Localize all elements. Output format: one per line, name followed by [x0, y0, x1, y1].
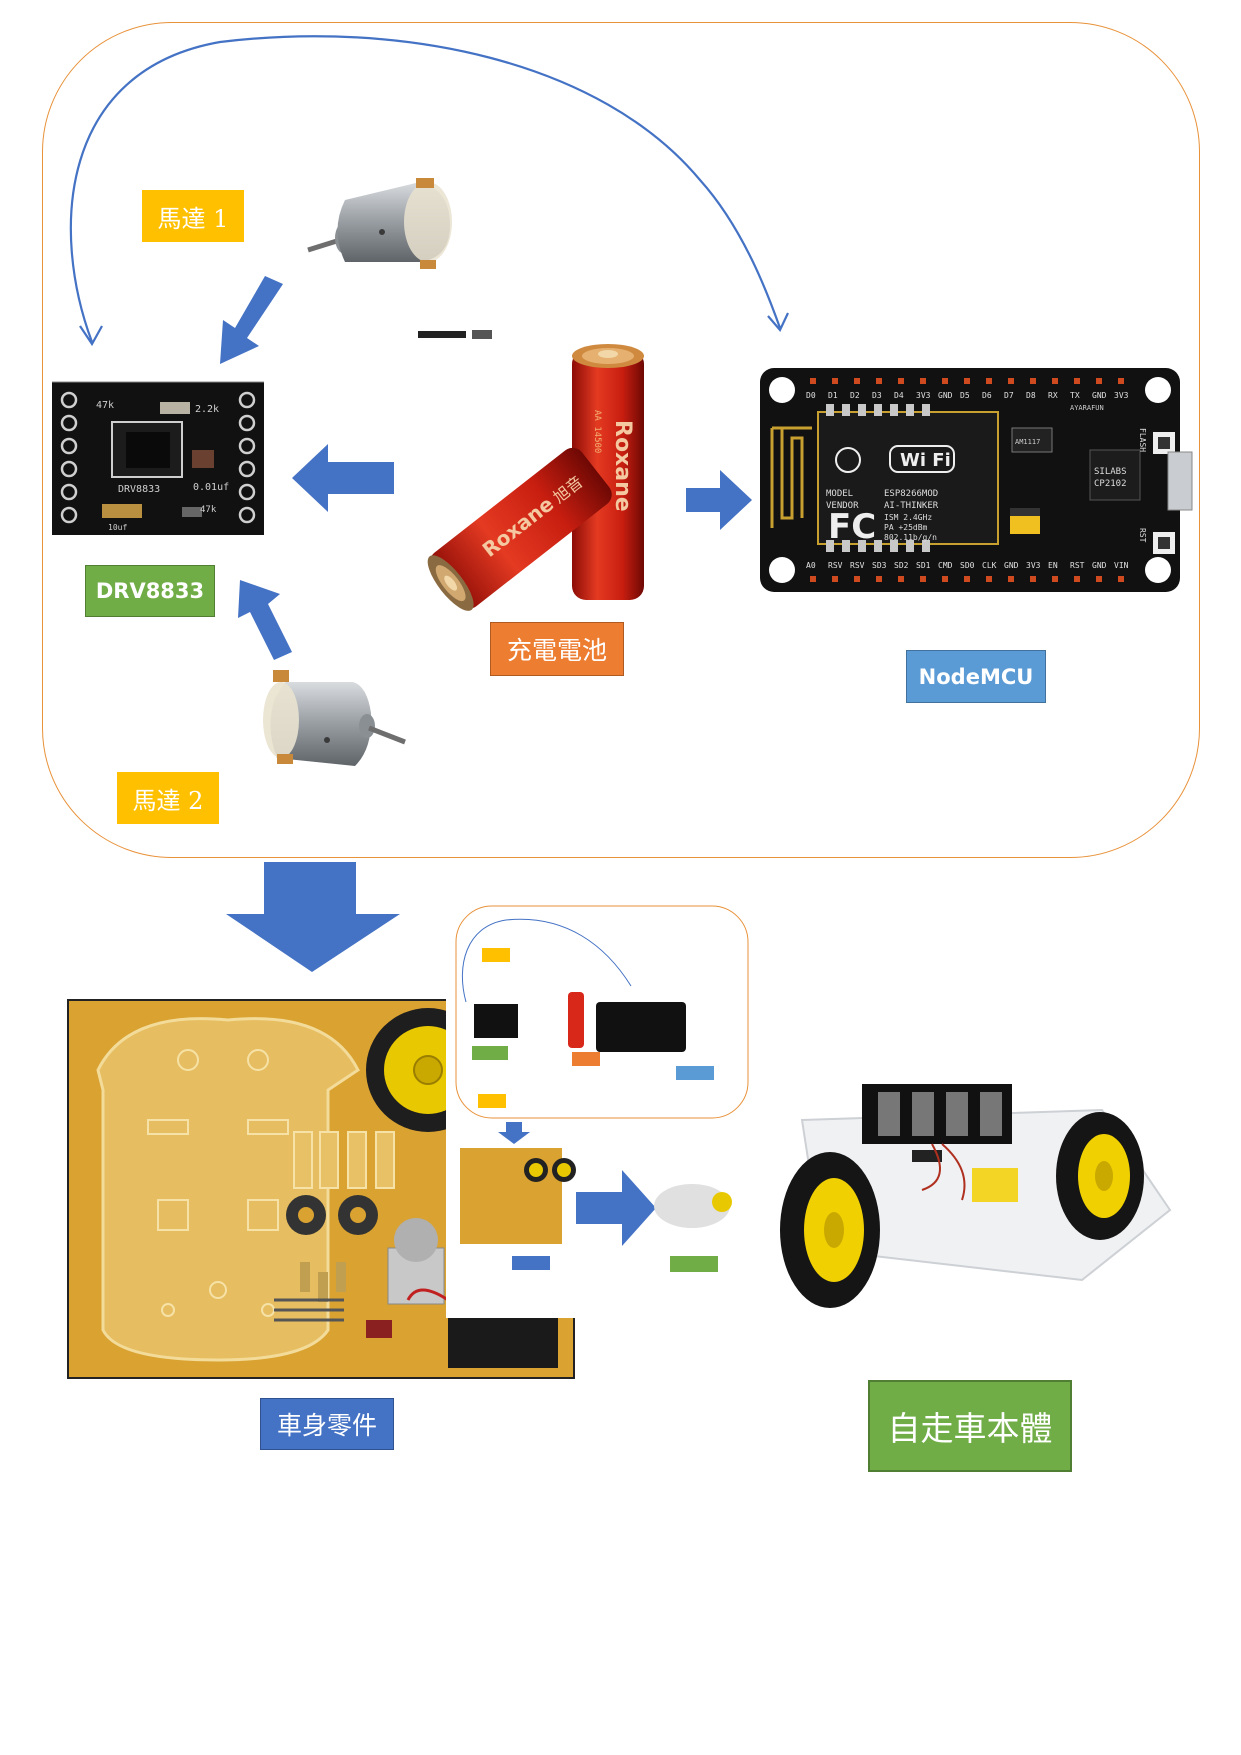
motor-2-label: 馬達 2	[117, 772, 219, 824]
nodemcu-bottom-pin-label: A0	[806, 561, 816, 570]
svg-text:47k: 47k	[200, 505, 217, 515]
nodemcu-vendor-key: VENDOR	[826, 501, 859, 511]
drv8833-board-image: 47k 2.2k 0.01uf 47k DRV8833 10uf	[52, 381, 264, 535]
nodemcu-wifi-text: Wi Fi	[900, 450, 951, 471]
nodemcu-top-pin-label: GND	[938, 391, 953, 400]
svg-text:47k: 47k	[96, 400, 114, 411]
nodemcu-top-pin-label: D2	[850, 391, 860, 400]
arrow-motor1-to-driver	[220, 276, 283, 364]
nodemcu-vendor-value: AI-THINKER	[884, 501, 939, 511]
nodemcu-usb-chip-brand: SILABS	[1094, 467, 1127, 477]
nodemcu-bottom-pin-label: RST	[1070, 561, 1085, 570]
nodemcu-top-pin-label: TX	[1070, 391, 1080, 400]
nodemcu-top-pin-labels: D0 D1 D2 D3 D4 3V3 GND D5 D6 D7 D8 RX TX GND 3V3	[806, 391, 1129, 400]
arrow-down-to-parts	[226, 862, 400, 972]
svg-text:10uf: 10uf	[108, 523, 127, 532]
nodemcu-model-value: ESP8266MOD	[884, 489, 938, 499]
nodemcu-usb-chip-model: CP2102	[1094, 479, 1127, 489]
nodemcu-top-pin-label: 3V3	[916, 391, 931, 400]
motor-2-image	[263, 670, 406, 766]
logo-fragment	[418, 328, 498, 342]
nodemcu-bottom-pin-label: GND	[1004, 561, 1019, 570]
nodemcu-top-pin-label: D1	[828, 391, 838, 400]
drv8833-label-text: DRV8833	[95, 579, 205, 603]
motor-1-label-text: 馬達 1	[157, 204, 229, 233]
inset-slide	[446, 905, 752, 1318]
nodemcu-bottom-pin-label: VIN	[1114, 561, 1129, 570]
nodemcu-bottom-pin-label: SD2	[894, 561, 909, 570]
nodemcu-top-pin-label: D6	[982, 391, 992, 400]
nodemcu-top-pin-label: D3	[872, 391, 882, 400]
battery-model-text: AA 14500	[592, 410, 602, 453]
nodemcu-top-pin-label: D7	[1004, 391, 1014, 400]
nodemcu-model-key: MODEL	[826, 489, 853, 499]
nodemcu-label-text: NodeMCU	[918, 664, 1034, 689]
nodemcu-bottom-pin-label: CLK	[982, 561, 997, 570]
nodemcu-bottom-pin-label: SD1	[916, 561, 931, 570]
system-frame	[42, 22, 1200, 858]
nodemcu-bottom-pin-label: RSV	[850, 561, 865, 570]
nodemcu-spec-pa: PA +25dBm	[884, 523, 928, 532]
parts-label-text: 車身零件	[276, 1411, 377, 1440]
nodemcu-top-pin-label: D0	[806, 391, 816, 400]
battery-brand-text: Roxane	[610, 420, 635, 512]
car-label-text: 自走車本體	[887, 1409, 1053, 1448]
battery-image: Roxane AA 14500 Roxane 旭音	[427, 344, 644, 611]
curved-connector-arrow	[69, 35, 789, 347]
nodemcu-bottom-pin-label: CMD	[938, 561, 953, 570]
arrow-battery-to-nodemcu	[686, 470, 752, 530]
svg-text:0.01uf: 0.01uf	[193, 482, 229, 493]
battery-label-text: 充電電池	[506, 636, 607, 665]
motor-1-image	[307, 178, 452, 269]
nodemcu-top-pin-label: D4	[894, 391, 904, 400]
drv8833-label: DRV8833	[85, 565, 215, 617]
battery-label: 充電電池	[490, 622, 624, 676]
nodemcu-bottom-pin-labels: A0 RSV RSV SD3 SD2 SD1 CMD SD0 CLK GND 3V3 EN RST GND…	[806, 561, 1129, 570]
nodemcu-flash-label: FLASH	[1138, 428, 1147, 452]
nodemcu-bottom-pin-label: RSV	[828, 561, 843, 570]
nodemcu-label: NodeMCU	[906, 650, 1046, 703]
nodemcu-bottom-pin-label: EN	[1048, 561, 1058, 570]
nodemcu-top-pin-label: D8	[1026, 391, 1036, 400]
nodemcu-bottom-pin-label: 3V3	[1026, 561, 1041, 570]
nodemcu-fc-mark: FC	[828, 507, 876, 547]
nodemcu-top-pin-label: D5	[960, 391, 970, 400]
motor-1-label: 馬達 1	[142, 190, 244, 242]
nodemcu-regulator-text: AM1117	[1015, 438, 1040, 446]
nodemcu-spec-ism: ISM 2.4GHz	[884, 513, 932, 522]
parts-label: 車身零件	[260, 1398, 394, 1450]
nodemcu-brand-text: AYARAFUN	[1070, 404, 1104, 412]
nodemcu-top-pin-label: GND	[1092, 391, 1107, 400]
nodemcu-rst-label: RST	[1138, 528, 1147, 543]
nodemcu-bottom-pin-label: SD0	[960, 561, 975, 570]
nodemcu-bottom-pin-label: SD3	[872, 561, 887, 570]
car-label: 自走車本體	[868, 1380, 1072, 1472]
svg-text:2.2k: 2.2k	[195, 404, 219, 415]
arrow-motor2-to-driver	[238, 580, 292, 660]
nodemcu-top-pin-label: RX	[1048, 391, 1058, 400]
inset-slide-drawing	[455, 905, 749, 1272]
motor-2-label-text: 馬達 2	[132, 786, 204, 815]
nodemcu-top-pin-label: 3V3	[1114, 391, 1129, 400]
svg-text:DRV8833: DRV8833	[118, 484, 160, 495]
assembled-car-photo	[780, 1084, 1172, 1308]
nodemcu-spec-wifi: 802.11b/g/n	[884, 533, 937, 542]
nodemcu-bottom-pin-label: GND	[1092, 561, 1107, 570]
arrow-battery-to-driver	[292, 444, 394, 512]
